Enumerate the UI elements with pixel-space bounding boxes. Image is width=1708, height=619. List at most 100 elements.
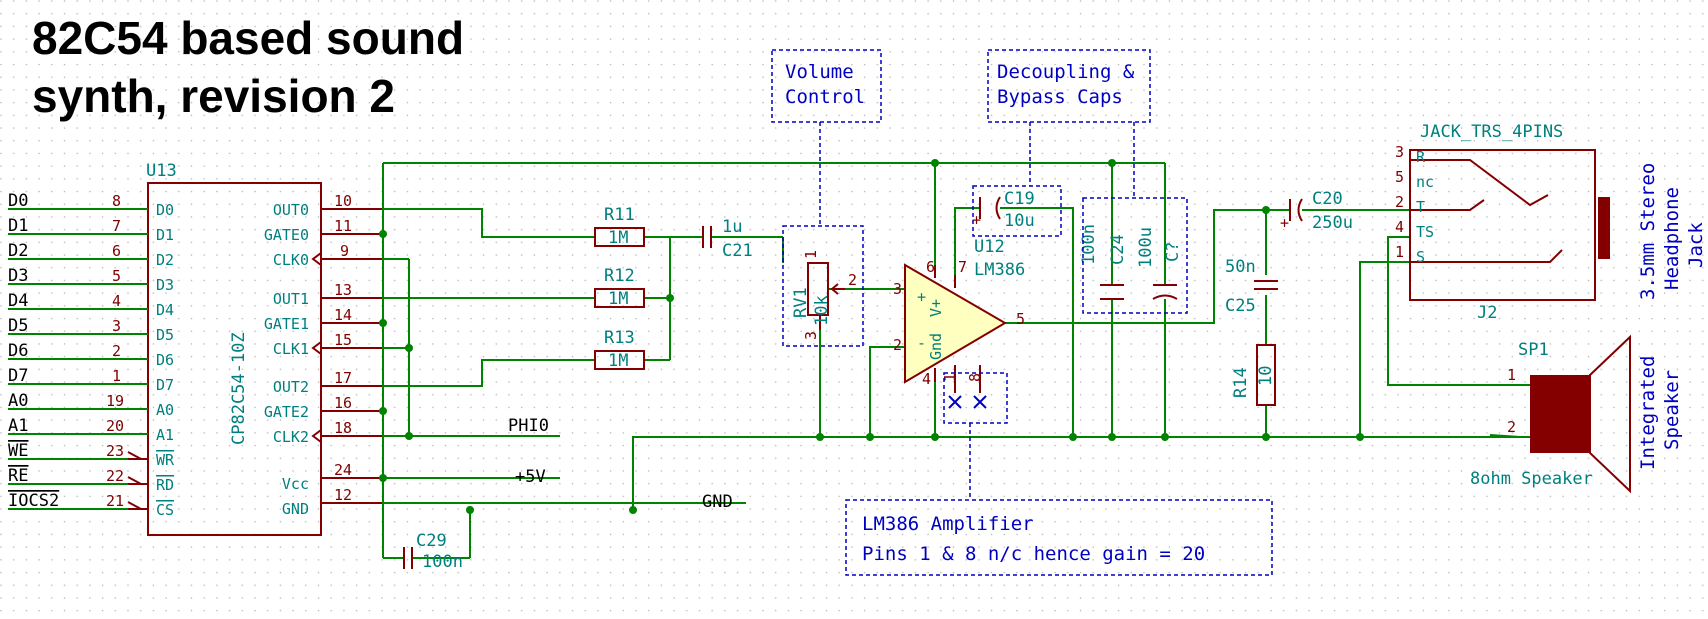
svg-text:1M: 1M [608,289,628,309]
svg-text:2: 2 [1507,418,1516,436]
svg-text:CLK2: CLK2 [273,428,309,446]
svg-text:-: - [917,334,926,352]
potentiometer-rv1[interactable]: 10k RV1 1 2 3 [791,250,857,340]
svg-text:OUT2: OUT2 [273,378,309,396]
u13-left-pins [8,208,148,510]
net-label-d3: D3 [8,266,28,286]
svg-text:17: 17 [334,369,352,387]
svg-text:C24: C24 [1108,234,1128,265]
svg-text:8ohm Speaker: 8ohm Speaker [1470,469,1593,489]
svg-text:100n: 100n [1079,224,1099,265]
svg-text:Vcc: Vcc [282,475,309,493]
net-label-d0: D0 [8,191,28,211]
svg-text:U12: U12 [974,237,1005,257]
svg-text:V+: V+ [927,299,945,317]
svg-text:R13: R13 [604,328,635,348]
resistor-r13[interactable]: R13 1M [594,328,645,371]
svg-text:2: 2 [1395,193,1404,211]
svg-text:3: 3 [1395,143,1404,161]
svg-text:15: 15 [334,331,352,349]
svg-text:SP1: SP1 [1518,340,1549,360]
svg-text:GATE2: GATE2 [264,403,309,421]
svg-text:1: 1 [1507,366,1516,384]
resistor-r14[interactable]: R14 10 [1231,344,1276,406]
svg-text:3: 3 [893,280,902,298]
sp1-speaker[interactable]: SP1 8ohm Speaker 1 2 Integrated Speaker [1470,334,1683,494]
svg-text:LM386: LM386 [974,260,1025,280]
svg-text:GATE0: GATE0 [264,226,309,244]
svg-text:JACK_TRS_4PINS: JACK_TRS_4PINS [1420,122,1563,142]
svg-text:Gnd: Gnd [927,333,945,360]
capacitor-c25[interactable]: 50n C25 [1225,257,1278,316]
svg-text:4: 4 [112,292,121,310]
svg-text:C29: C29 [416,531,447,551]
svg-text:14: 14 [334,306,352,324]
svg-text:18: 18 [334,419,352,437]
svg-text:3.5mm Stereo: 3.5mm Stereo [1637,163,1659,300]
resistor-r11[interactable]: R11 1M [594,205,645,248]
net-label-iocs2: IOCS2 [8,491,59,511]
svg-text:+: + [917,288,926,306]
u13-left-pin-numbers: 8 7 6 5 4 3 2 1 19 20 23 22 21 [106,192,124,510]
capacitor-c24[interactable]: 100n C24 [1079,224,1128,300]
svg-text:22: 22 [106,467,124,485]
svg-text:24: 24 [334,461,352,479]
svg-text:D2: D2 [156,251,174,269]
net-label-d4: D4 [8,291,28,311]
svg-text:4: 4 [922,370,931,388]
svg-text:R: R [1416,148,1426,166]
u13-timer-chip[interactable]: U13 CP82C54-10Z D0 D1 D2 [8,161,383,536]
net-label-phi0: PHI0 [508,416,549,436]
net-label-a1: A1 [8,416,28,436]
svg-text:1M: 1M [608,351,628,371]
svg-text:21: 21 [106,492,124,510]
svg-text:D4: D4 [156,301,174,319]
net-label-d6: D6 [8,341,28,361]
capacitor-c20[interactable]: + C20 250u [1280,189,1353,233]
svg-text:D3: D3 [156,276,174,294]
svg-text:CLK0: CLK0 [273,251,309,269]
capacitor-c29[interactable]: C29 100n [403,531,463,572]
svg-text:7: 7 [112,217,121,235]
capacitor-c19[interactable]: + C19 10u [972,189,1035,231]
note-volume-control: Volume Control [771,49,882,347]
resistor-r12[interactable]: R12 1M [594,266,645,309]
svg-text:CLK1: CLK1 [273,340,309,358]
svg-text:Speaker: Speaker [1661,370,1683,450]
svg-text:5: 5 [1016,310,1025,328]
svg-text:D5: D5 [156,326,174,344]
u13-left-pin-names: D0 D1 D2 D3 D4 D5 D6 D7 A0 A1 WR RD CS [156,201,175,519]
u12-lm386-amplifier[interactable]: U12 LM386 3 2 5 6 7 4 + - Gnd V+ 1 8 [893,237,1025,409]
svg-text:19: 19 [106,392,124,410]
j2-headphone-jack[interactable]: JACK_TRS_4PINS J2 3 5 2 4 1 R nc T TS S … [1395,122,1707,323]
u13-left-net-labels: D0 D1 D2 D3 D4 D5 D6 D7 A0 A1 WE RE IOCS… [8,191,59,511]
net-label-d7: D7 [8,366,28,386]
svg-text:10u: 10u [1004,211,1035,231]
capacitor-c-unnumbered[interactable]: 100u C? [1136,227,1183,300]
svg-text:10: 10 [334,192,352,210]
note-decoupling-bypass: Decoupling & Bypass Caps [972,49,1188,314]
svg-text:1: 1 [1395,243,1404,261]
svg-text:Jack: Jack [1685,222,1707,268]
svg-text:250u: 250u [1312,213,1353,233]
u13-right-pins [311,208,383,504]
svg-text:R11: R11 [604,205,635,225]
svg-text:TS: TS [1416,223,1434,241]
svg-text:3: 3 [112,317,121,335]
svg-text:2: 2 [112,342,121,360]
capacitor-c21[interactable]: 1u C21 [702,217,753,261]
svg-text:nc: nc [1416,173,1434,191]
svg-text:1: 1 [941,373,959,382]
svg-text:C25: C25 [1225,296,1256,316]
net-label-we: WE [8,441,28,461]
u13-ref: U13 [146,161,177,181]
svg-text:100n: 100n [422,552,463,572]
svg-text:LM386 Amplifier: LM386 Amplifier [862,513,1034,535]
svg-text:J2: J2 [1477,303,1497,323]
svg-text:RD: RD [156,476,174,494]
svg-text:12: 12 [334,486,352,504]
svg-text:WR: WR [156,451,175,469]
svg-text:13: 13 [334,281,352,299]
svg-text:2: 2 [893,336,902,354]
sheet-title-line-1: 82C54 based sound [32,12,464,64]
